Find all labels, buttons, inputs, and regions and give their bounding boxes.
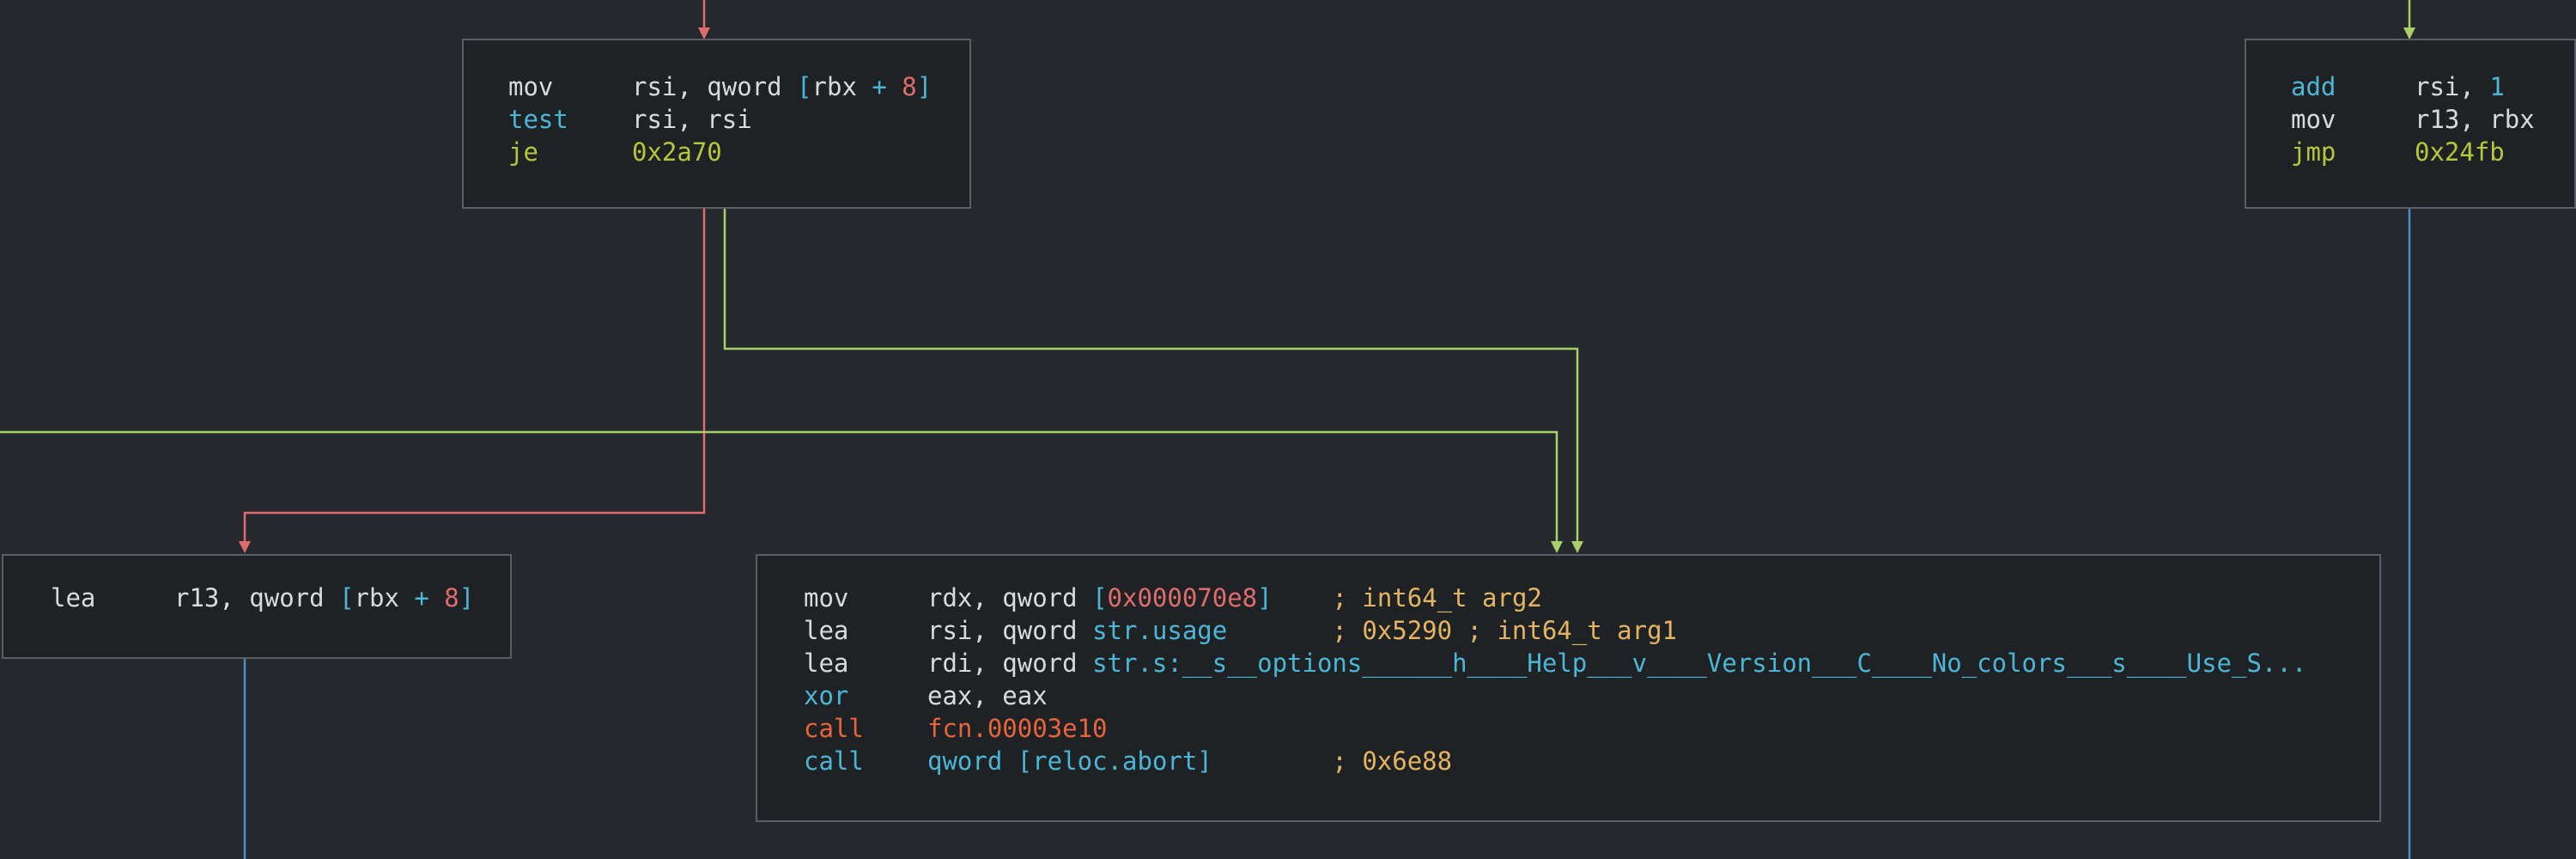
instruction-mnemonic: test xyxy=(508,105,568,134)
instruction-operands: r13, rbx xyxy=(2415,103,2535,136)
operand-token: eax, eax xyxy=(927,681,1048,710)
instruction-line[interactable]: call fcn.00003e10 xyxy=(804,712,2371,745)
instruction-mnemonic: lea xyxy=(51,583,96,612)
operand-token: rbx xyxy=(811,72,872,101)
edge-arrow-icon xyxy=(239,541,251,553)
operand-token: [ xyxy=(339,583,355,612)
instruction-operands: rsi, rsi xyxy=(632,103,752,136)
operand-token: [reloc.abort] xyxy=(1017,746,1212,776)
instruction-operands: eax, eax xyxy=(927,679,1048,712)
operand-token: str.s:__s__options______h____Help___v___… xyxy=(1092,649,2307,678)
instruction-line[interactable]: lea r13, qword [rbx + 8] xyxy=(51,582,501,614)
instruction-operands: rsi, 1 xyxy=(2415,70,2505,103)
instruction-line[interactable]: xor eax, eax xyxy=(804,679,2371,712)
edge-true-to-usage xyxy=(723,208,1579,546)
edge-arrow-icon xyxy=(2403,27,2415,40)
operand-token: [ xyxy=(1092,583,1108,612)
basic-block-lea-r13[interactable]: lea r13, qword [rbx + 8] xyxy=(2,554,512,659)
instruction-line[interactable]: add rsi, 1 xyxy=(2291,70,2566,103)
edge-false-to-lea xyxy=(243,208,706,546)
instruction-line[interactable]: lea rdi, qword str.s:__s__options______h_… xyxy=(804,647,2371,679)
instruction-operands: rsi, qword str.usage ; 0x5290 ; int64_t … xyxy=(927,614,1677,647)
operand-token: str.usage xyxy=(1092,616,1228,645)
operand-token: + xyxy=(872,72,887,101)
operand-token: 0x000070e8 xyxy=(1107,583,1258,612)
operand-token: ] xyxy=(1257,583,1273,612)
instruction-mnemonic: mov xyxy=(508,72,554,101)
instruction-line[interactable]: mov r13, rbx xyxy=(2291,103,2566,136)
operand-token: [ xyxy=(797,72,812,101)
instruction-comment: ; int64_t arg2 xyxy=(1272,583,1542,612)
instruction-mnemonic: call xyxy=(804,714,864,743)
operand-token: rsi, qword xyxy=(927,616,1093,645)
operand-token: r13, rbx xyxy=(2415,105,2535,134)
instruction-line[interactable]: mov rsi, qword [rbx + 8] xyxy=(508,70,961,103)
instruction-operands: rsi, qword [rbx + 8] xyxy=(632,70,932,103)
instruction-operands: 0x2a70 xyxy=(632,136,722,168)
instruction-operands: qword [reloc.abort] ; 0x6e88 xyxy=(927,745,1452,777)
operand-token: ] xyxy=(459,583,475,612)
operand-token: 0x24fb xyxy=(2415,137,2505,167)
operand-token: rdx, qword xyxy=(927,583,1093,612)
instruction-comment: ; 0x5290 ; int64_t arg1 xyxy=(1227,616,1677,645)
instruction-operands: r13, qword [rbx + 8] xyxy=(174,582,474,614)
instruction-mnemonic: jmp xyxy=(2291,137,2336,167)
basic-block-add-rsi[interactable]: add rsi, 1 mov r13, rbx jmp 0x24fb xyxy=(2245,39,2576,209)
instruction-comment: ; 0x6e88 xyxy=(1212,746,1453,776)
operand-token: + xyxy=(414,583,429,612)
operand-token: rsi, xyxy=(2415,72,2490,101)
instruction-operands: 0x24fb xyxy=(2415,136,2505,168)
instruction-operands: rdx, qword [0x000070e8] ; int64_t arg2 xyxy=(927,582,1542,614)
basic-block-test-rsi[interactable]: mov rsi, qword [rbx + 8] test rsi, rsi je 0x2… xyxy=(462,39,971,209)
edge-arrow-icon xyxy=(1551,541,1563,553)
edge-left-to-usage xyxy=(0,430,1558,546)
instruction-mnemonic: add xyxy=(2291,72,2336,101)
operand-token: 8 xyxy=(428,583,459,612)
instruction-mnemonic: mov xyxy=(2291,105,2336,134)
instruction-mnemonic: lea xyxy=(804,649,849,678)
instruction-operands: fcn.00003e10 xyxy=(927,712,1108,745)
operand-token: rdi, qword xyxy=(927,649,1093,678)
instruction-line[interactable]: jmp 0x24fb xyxy=(2291,136,2566,168)
operand-token: rbx xyxy=(354,583,415,612)
instruction-mnemonic: je xyxy=(508,137,538,167)
operand-token: rsi, qword xyxy=(632,72,798,101)
instruction-line[interactable]: lea rsi, qword str.usage ; 0x5290 ; int64… xyxy=(804,614,2371,647)
instruction-mnemonic: call xyxy=(804,746,864,776)
edge-arrow-icon xyxy=(698,27,710,40)
operand-token: 8 xyxy=(886,72,917,101)
operand-token: 1 xyxy=(2489,72,2505,101)
instruction-mnemonic: lea xyxy=(804,616,849,645)
instruction-line[interactable]: mov rdx, qword [0x000070e8] ; int64_t arg… xyxy=(804,582,2371,614)
operand-token: r13, qword xyxy=(174,583,340,612)
operand-token: fcn.00003e10 xyxy=(927,714,1108,743)
operand-token: 0x2a70 xyxy=(632,137,722,167)
instruction-line[interactable]: test rsi, rsi xyxy=(508,103,961,136)
operand-token: qword xyxy=(927,746,1018,776)
instruction-mnemonic: xor xyxy=(804,681,849,710)
instruction-line[interactable]: call qword [reloc.abort] ; 0x6e88 xyxy=(804,745,2371,777)
instruction-operands: rdi, qword str.s:__s__options______h____… xyxy=(927,647,2306,679)
operand-token: rsi, rsi xyxy=(632,105,752,134)
instruction-line[interactable]: je 0x2a70 xyxy=(508,136,961,168)
edge-arrow-icon xyxy=(1571,541,1583,553)
operand-token: ] xyxy=(916,72,933,101)
instruction-mnemonic: mov xyxy=(804,583,849,612)
basic-block-usage-abort[interactable]: mov rdx, qword [0x000070e8] ; int64_t arg… xyxy=(756,554,2381,822)
